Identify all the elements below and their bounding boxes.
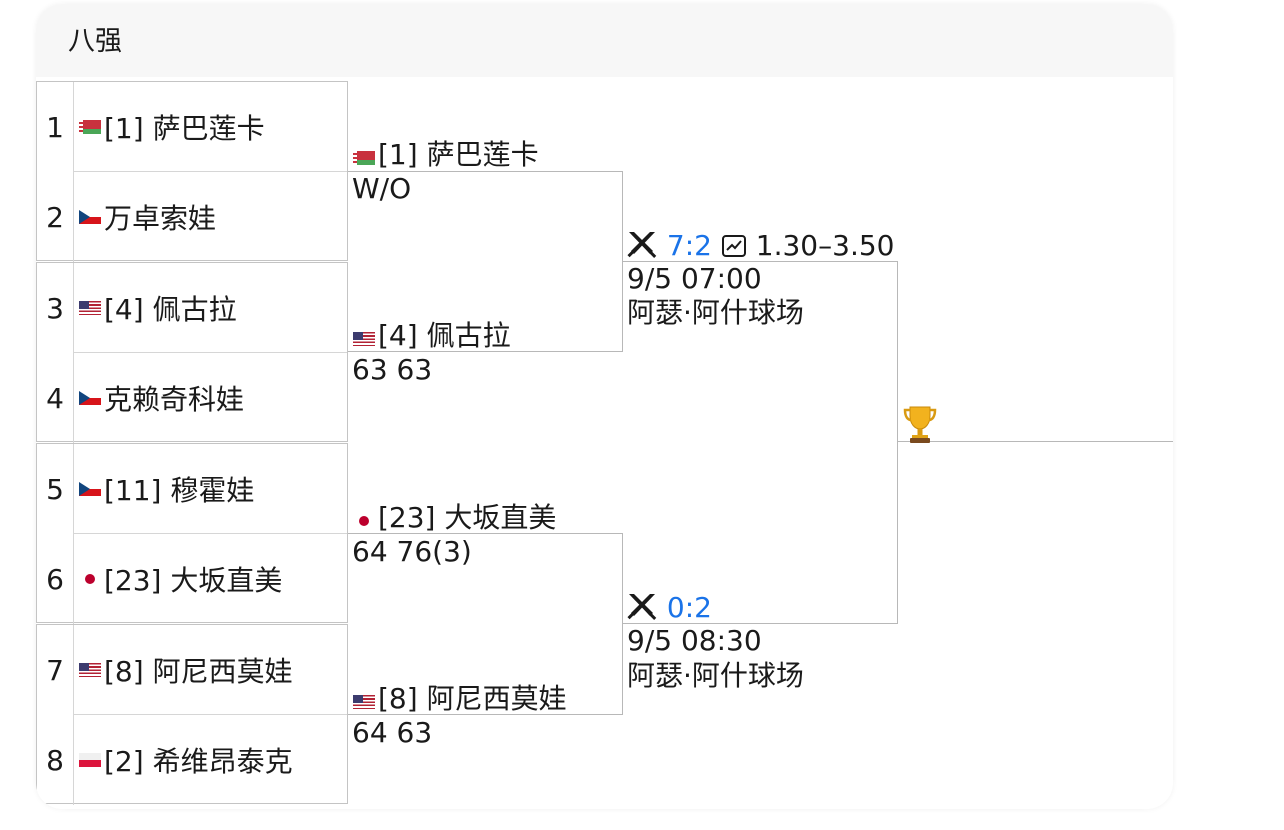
player-name: [1] 萨巴莲卡 (104, 112, 265, 145)
match-slot-4[interactable]: 7 [8] 阿尼西莫娃 8 [2] 希维昂泰克 (36, 624, 349, 805)
h2h-link[interactable]: 7:2 (666, 229, 712, 262)
player-name: [8] 阿尼西莫娃 (104, 655, 293, 688)
h2h-link[interactable]: 0:2 (666, 591, 712, 624)
player-row[interactable]: 3 [4] 佩古拉 (37, 263, 349, 353)
japan-flag-icon (79, 572, 101, 586)
player-row[interactable]: 6 [23] 大坂直美 (37, 534, 349, 624)
crossed-swords-icon[interactable] (626, 591, 658, 621)
player-name: [11] 穆霍娃 (104, 474, 255, 507)
player-name: [23] 大坂直美 (104, 564, 283, 597)
card-header: 八强 (36, 4, 1173, 77)
draw-position: 1 (46, 110, 64, 144)
sf-time: 9/5 07:00 (627, 262, 762, 295)
belarus-flag-icon (79, 120, 101, 134)
qf-connector (348, 533, 623, 715)
sf-info: 0:2 (626, 591, 712, 625)
draw-position: 8 (46, 743, 64, 777)
qf-score: W/O (352, 172, 412, 205)
draw-position: 7 (46, 653, 64, 687)
qf-winner-name: [23] 大坂直美 (378, 501, 557, 534)
poland-flag-icon (79, 753, 101, 767)
qf-score: 64 63 (352, 716, 433, 749)
chart-icon[interactable] (721, 234, 747, 258)
sf-venue: 阿瑟·阿什球场 (627, 659, 804, 692)
usa-flag-icon (353, 695, 375, 709)
qf-winner[interactable]: [1] 萨巴莲卡 (353, 138, 539, 172)
draw-position: 4 (46, 381, 64, 415)
czech-flag-icon (79, 210, 101, 224)
crossed-swords-icon[interactable] (626, 229, 658, 259)
sf-info: 7:2 1.30–3.50 (626, 229, 894, 263)
player-row[interactable]: 2 万卓索娃 (37, 172, 349, 262)
player-row[interactable]: 7 [8] 阿尼西莫娃 (37, 625, 349, 715)
qf-winner[interactable]: [4] 佩古拉 (353, 319, 511, 353)
final-line (898, 441, 1173, 442)
sf-venue: 阿瑟·阿什球场 (627, 296, 804, 329)
qf-score: 64 76(3) (352, 535, 472, 568)
qf-winner[interactable]: [23] 大坂直美 (353, 501, 556, 535)
trophy-icon (903, 406, 937, 443)
bracket-card: 八强 1 [1] 萨巴莲卡 2 万卓索娃 3 [4] 佩古拉 4 克赖奇科娃 (36, 4, 1173, 809)
player-row[interactable]: 4 克赖奇科娃 (37, 353, 349, 443)
japan-flag-icon (353, 514, 375, 528)
qf-winner-name: [8] 阿尼西莫娃 (378, 682, 567, 715)
draw-position: 2 (46, 200, 64, 234)
player-name: 克赖奇科娃 (104, 383, 245, 416)
qf-winner-name: [1] 萨巴莲卡 (378, 138, 539, 171)
match-slot-1[interactable]: 1 [1] 萨巴莲卡 2 万卓索娃 (36, 81, 349, 262)
player-name: [2] 希维昂泰克 (104, 745, 293, 778)
usa-flag-icon (353, 332, 375, 346)
match-slot-3[interactable]: 5 [11] 穆霍娃 6 [23] 大坂直美 (36, 443, 349, 624)
player-name: [4] 佩古拉 (104, 293, 237, 326)
odds-text: 1.30–3.50 (755, 229, 895, 262)
czech-flag-icon (79, 391, 101, 405)
match-slot-2[interactable]: 3 [4] 佩古拉 4 克赖奇科娃 (36, 262, 349, 443)
draw-position: 3 (46, 291, 64, 325)
player-row[interactable]: 1 [1] 萨巴莲卡 (37, 82, 349, 172)
qf-score: 63 63 (352, 353, 433, 386)
usa-flag-icon (79, 301, 101, 315)
czech-flag-icon (79, 482, 101, 496)
player-row[interactable]: 5 [11] 穆霍娃 (37, 444, 349, 534)
sf-time: 9/5 08:30 (627, 624, 762, 657)
sf-connector (623, 261, 898, 624)
round-title: 八强 (68, 26, 122, 57)
usa-flag-icon (79, 663, 101, 677)
player-row[interactable]: 8 [2] 希维昂泰克 (37, 715, 349, 805)
belarus-flag-icon (353, 151, 375, 165)
draw-position: 5 (46, 472, 64, 506)
qf-winner[interactable]: [8] 阿尼西莫娃 (353, 682, 567, 716)
qf-winner-name: [4] 佩古拉 (378, 319, 511, 352)
player-name: 万卓索娃 (104, 202, 217, 235)
qf-connector (348, 171, 623, 352)
draw-position: 6 (46, 562, 64, 596)
